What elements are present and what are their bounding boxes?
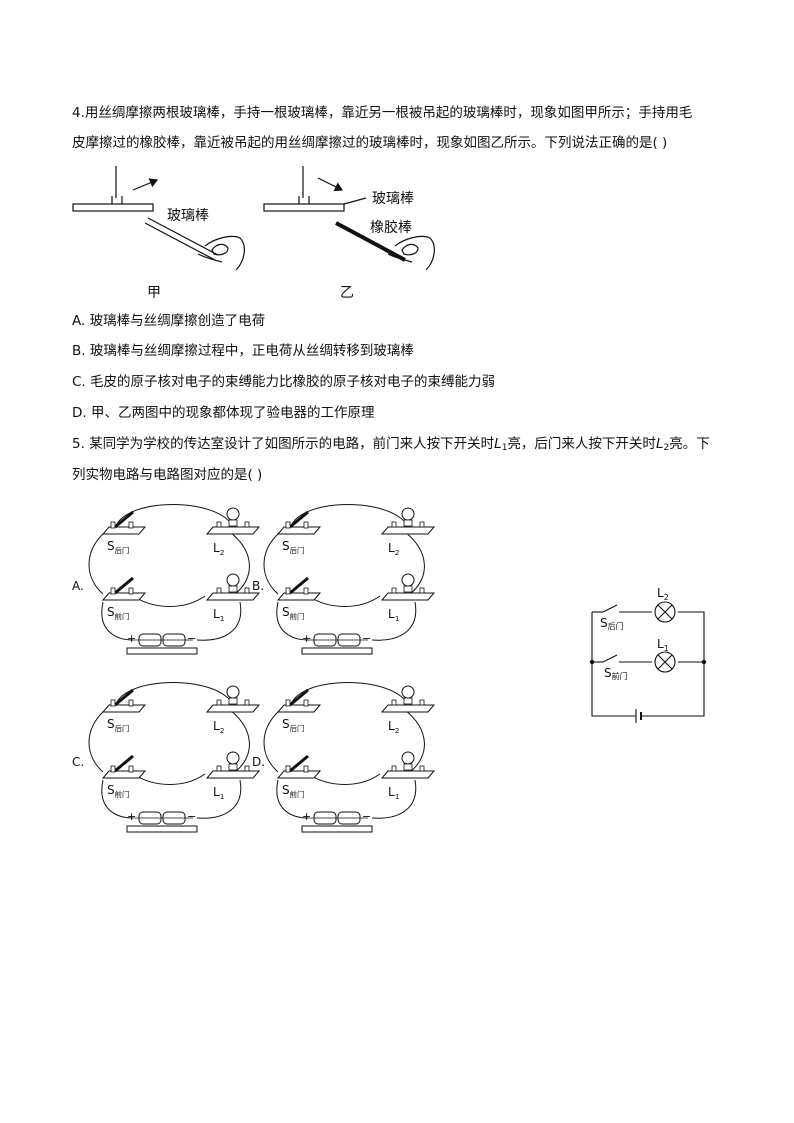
l2-label: L2: [213, 541, 224, 557]
q5-schematic: L2 L1 S后门 S前门: [589, 586, 707, 723]
q5-l2-sub: 2: [663, 443, 670, 453]
fig-yi-rod2-label: 橡胶棒: [370, 219, 412, 236]
q4-number: 4.: [72, 105, 85, 121]
sch-l2-label: L2: [657, 586, 669, 602]
q4-option-d: D. 甲、乙两图中的现象都体现了验电器的工作原理: [72, 405, 375, 421]
l1-label: L1: [388, 607, 400, 623]
option-letter-a: A.: [72, 579, 84, 593]
sch-s-back-label: S后门: [600, 616, 624, 631]
q4-stem-1: 用丝绸摩擦两根玻璃棒，手持一根玻璃棒，靠近另一根被吊起的玻璃棒时，现象如图甲所示…: [84, 105, 693, 121]
l2-label: L2: [388, 719, 399, 735]
fig-yi-rod1-label: 玻璃棒: [372, 190, 414, 207]
fig-yi: [263, 166, 435, 271]
s-front-label: S前门: [282, 783, 305, 799]
q5-stem-c: 亮。下: [669, 436, 710, 452]
s-back-label: S后门: [282, 717, 305, 733]
option-letter-b: B.: [252, 579, 264, 593]
fig-jia: [72, 166, 245, 271]
q4-line1: 4.用丝绸摩擦两根玻璃棒，手持一根玻璃棒，靠近另一根被吊起的玻璃棒时，现象如图甲…: [72, 103, 692, 123]
option-letter-d: D.: [252, 755, 265, 769]
option-letter-c: C.: [72, 755, 84, 769]
q5-line2: 列实物电路与电路图对应的是( ): [72, 467, 263, 483]
l1-label: L1: [213, 607, 225, 623]
q4-option-a: A. 玻璃棒与丝绸摩擦创造了电荷: [72, 313, 266, 329]
q5-l2-symbol: L: [655, 436, 664, 452]
fig-yi-caption: 乙: [340, 285, 354, 300]
plus-label: +: [302, 632, 311, 645]
q4-line2: 皮摩擦过的橡胶棒，靠近被吊起的用丝绸摩擦过的玻璃棒时，现象如图乙所示。下列说法正…: [72, 135, 668, 151]
q5-l1-symbol: L: [494, 436, 502, 452]
s-front-label: S前门: [107, 605, 130, 621]
l2-label: L2: [213, 719, 224, 735]
plus-label: +: [302, 810, 311, 823]
q4-figure: 玻璃棒 甲 玻璃棒 橡胶棒 乙: [72, 166, 435, 300]
q5-line1: 5. 某同学为学校的传达室设计了如图所示的电路，前门来人按下开关时L1亮，后门来…: [72, 434, 710, 458]
q4-option-b: B. 玻璃棒与丝绸摩擦过程中，正电荷从丝绸转移到玻璃棒: [72, 343, 414, 359]
plus-label: +: [127, 810, 136, 823]
q5-options-figure: S后门S前门L2L1+−A.S后门S前门L2L1+−B.S后门S前门L2L1+−…: [72, 504, 436, 833]
l2-label: L2: [388, 541, 399, 557]
s-back-label: S后门: [107, 717, 130, 733]
s-front-label: S前门: [282, 605, 305, 621]
plus-label: +: [127, 632, 136, 645]
s-back-label: S后门: [107, 539, 130, 555]
l1-label: L1: [213, 785, 225, 801]
fig-jia-caption: 甲: [147, 285, 161, 300]
minus-label: −: [362, 810, 371, 823]
s-front-label: S前门: [107, 783, 130, 799]
q5-stem-a: 5. 某同学为学校的传达室设计了如图所示的电路，前门来人按下开关时: [72, 436, 495, 452]
q5-stem-b: 亮，后门来人按下开关时: [507, 436, 656, 452]
q4-option-c: C. 毛皮的原子核对电子的束缚能力比橡胶的原子核对电子的束缚能力弱: [72, 374, 496, 390]
q5-l1-sub: 1: [501, 443, 508, 453]
sch-s-front-label: S前门: [604, 666, 628, 681]
minus-label: −: [187, 810, 196, 823]
s-back-label: S后门: [282, 539, 305, 555]
minus-label: −: [187, 632, 196, 645]
minus-label: −: [362, 632, 371, 645]
fig-jia-rod-label: 玻璃棒: [167, 207, 209, 224]
l1-label: L1: [388, 785, 400, 801]
sch-l1-label: L1: [657, 637, 669, 653]
